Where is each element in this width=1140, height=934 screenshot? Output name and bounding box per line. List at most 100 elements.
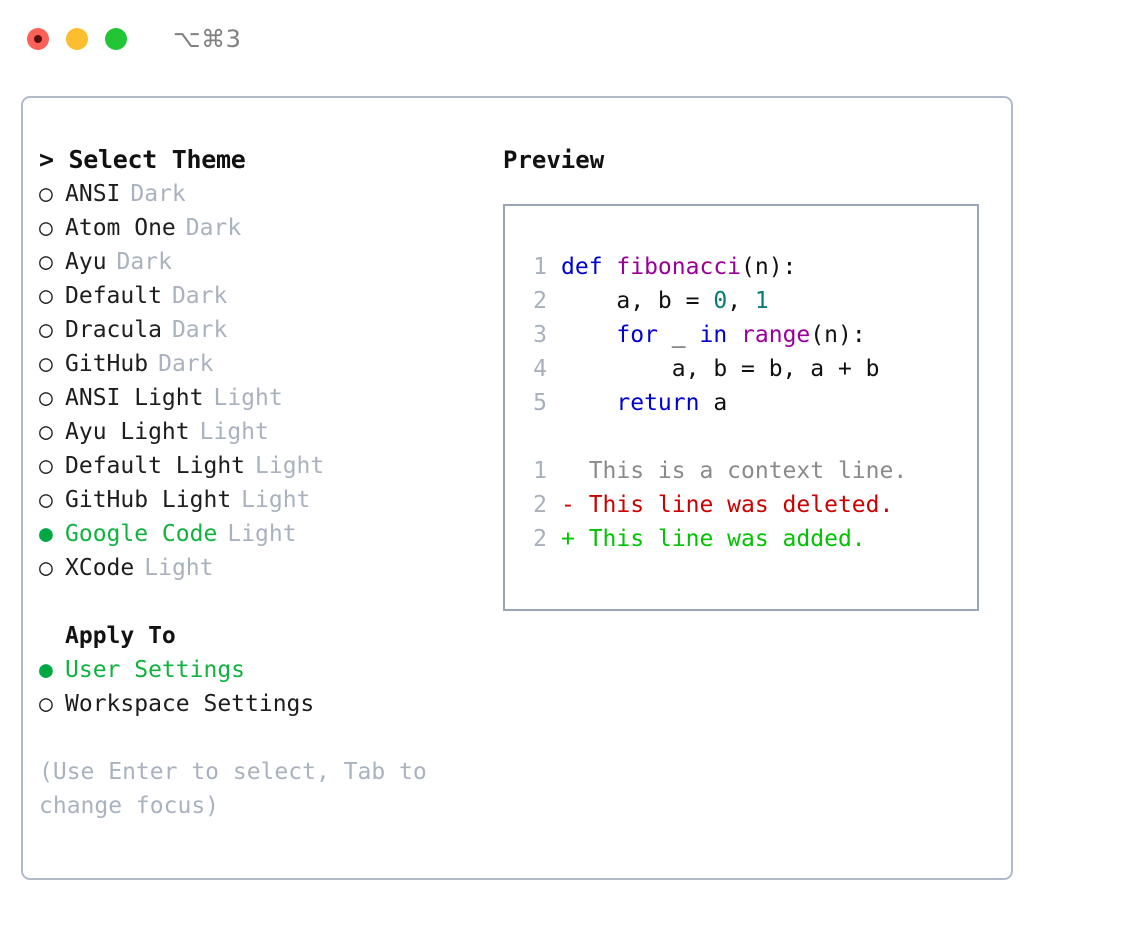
theme-option-atom-one[interactable]: ○ Atom One Dark — [39, 211, 479, 245]
theme-option-name: XCode — [65, 555, 135, 581]
radio-unselected-icon[interactable]: ○ — [39, 453, 53, 479]
zoom-button[interactable] — [105, 28, 127, 50]
theme-option-kind: Light — [213, 385, 283, 411]
diff-line-del: 2 - This line was deleted. — [517, 488, 977, 522]
radio-unselected-icon[interactable]: ○ — [39, 215, 53, 241]
radio-unselected-icon[interactable]: ○ — [39, 691, 53, 717]
radio-unselected-icon[interactable]: ○ — [39, 283, 53, 309]
minimize-button[interactable] — [66, 28, 88, 50]
apply-to-option-name: Workspace Settings — [65, 691, 315, 717]
code-line-text: a, b = 0, 1 — [561, 284, 769, 318]
code-token-fn: fibonacci — [616, 254, 742, 280]
diff-line-text: - This line was deleted. — [561, 492, 894, 518]
theme-option-kind: Light — [199, 419, 269, 445]
theme-option-ayu[interactable]: ○ Ayu Dark — [39, 245, 479, 279]
theme-option-name: GitHub Light — [65, 487, 232, 513]
radio-unselected-icon[interactable]: ○ — [39, 181, 53, 207]
line-number: 2 — [533, 492, 547, 518]
code-token-pln: (n): — [810, 322, 866, 348]
code-token-pln: a — [713, 390, 728, 416]
theme-option-google-code[interactable]: ● Google Code Light — [39, 517, 479, 551]
code-token-pln: , — [727, 288, 755, 314]
select-theme-header: > Select Theme — [39, 145, 246, 174]
diff-line-ctx: 1 This is a context line. — [517, 454, 977, 488]
code-line: 2 a, b = 0, 1 — [517, 284, 977, 318]
code-token-num: 0 — [713, 288, 728, 314]
code-line-text: for _ in range(n): — [561, 318, 866, 352]
code-token-kw: def — [561, 254, 617, 280]
code-line: 1 def fibonacci(n): — [517, 250, 977, 284]
theme-option-name: Default Light — [65, 453, 246, 479]
line-number: 2 — [533, 288, 547, 314]
line-number: 1 — [533, 458, 547, 484]
theme-option-kind: Dark — [130, 181, 186, 207]
theme-option-name: Dracula — [65, 317, 162, 343]
radio-selected-icon[interactable]: ● — [39, 521, 53, 547]
theme-option-ansi[interactable]: ○ ANSI Dark — [39, 177, 479, 211]
theme-option-kind: Dark — [185, 215, 242, 241]
theme-option-kind: Light — [241, 487, 311, 513]
keyboard-hint-text: (Use Enter to select, Tab to change focu… — [39, 759, 441, 819]
preview-title: Preview — [503, 146, 605, 174]
radio-unselected-icon[interactable]: ○ — [39, 555, 53, 581]
theme-option-kind: Light — [227, 521, 297, 547]
apply-to-option-user-settings[interactable]: ●User Settings — [39, 653, 479, 687]
title-bar: ⌥⌘3 — [0, 0, 1140, 78]
radio-unselected-icon[interactable]: ○ — [39, 419, 53, 445]
code-token-fn: range — [741, 322, 811, 348]
radio-unselected-icon[interactable]: ○ — [39, 487, 53, 513]
diff-sample: 1 This is a context line. 2 - This line wa… — [517, 454, 977, 556]
theme-option-kind: Dark — [116, 249, 172, 275]
close-button[interactable] — [27, 28, 49, 50]
apply-to-list[interactable]: ●User Settings ○ Workspace Settings — [39, 653, 479, 721]
theme-option-name: Google Code — [65, 521, 218, 547]
theme-option-kind: Dark — [158, 351, 214, 377]
code-token-num: 1 — [754, 288, 769, 314]
code-token-kw: return — [561, 390, 714, 416]
diff-line-add: 2 + This line was added. — [517, 522, 977, 556]
diff-line-text: + This line was added. — [561, 526, 866, 552]
code-line-text: a, b = b, a + b — [561, 352, 880, 386]
theme-option-github[interactable]: ○ GitHub Dark — [39, 347, 479, 381]
theme-option-ansi-light[interactable]: ○ ANSI Light Light — [39, 381, 479, 415]
theme-option-name: Atom One — [65, 215, 176, 241]
theme-option-name: GitHub — [65, 351, 149, 377]
radio-unselected-icon[interactable]: ○ — [39, 249, 53, 275]
theme-option-github-light[interactable]: ○ GitHub Light Light — [39, 483, 479, 517]
code-spacer — [517, 420, 977, 454]
line-number: 2 — [533, 526, 547, 552]
theme-option-name: Ayu — [65, 249, 107, 275]
code-token-kw: in — [699, 322, 742, 348]
radio-unselected-icon[interactable]: ○ — [39, 385, 53, 411]
code-token-pln: (n): — [741, 254, 797, 280]
code-line: 5 return a — [517, 386, 977, 420]
radio-selected-icon[interactable]: ● — [39, 657, 53, 683]
theme-option-kind: Dark — [171, 317, 228, 343]
code-line-text: def fibonacci(n): — [561, 250, 796, 284]
radio-unselected-icon[interactable]: ○ — [39, 351, 53, 377]
code-token-kw: for — [561, 322, 672, 348]
apply-to-header: Apply To — [65, 623, 176, 649]
line-number: 1 — [533, 254, 547, 280]
code-line-text: return a — [561, 386, 727, 420]
theme-option-kind: Light — [255, 453, 325, 479]
theme-option-name: ANSI Light — [65, 385, 204, 411]
radio-unselected-icon[interactable]: ○ — [39, 317, 53, 343]
traffic-light-group — [27, 28, 127, 50]
apply-to-option-workspace-settings[interactable]: ○ Workspace Settings — [39, 687, 479, 721]
code-token-pln: _ — [671, 322, 700, 348]
theme-option-name: ANSI — [65, 181, 121, 207]
line-number: 3 — [533, 322, 547, 348]
theme-option-dracula[interactable]: ○ Dracula Dark — [39, 313, 479, 347]
line-number: 5 — [533, 390, 547, 416]
line-number: 4 — [533, 356, 547, 382]
theme-option-default-light[interactable]: ○ Default Light Light — [39, 449, 479, 483]
